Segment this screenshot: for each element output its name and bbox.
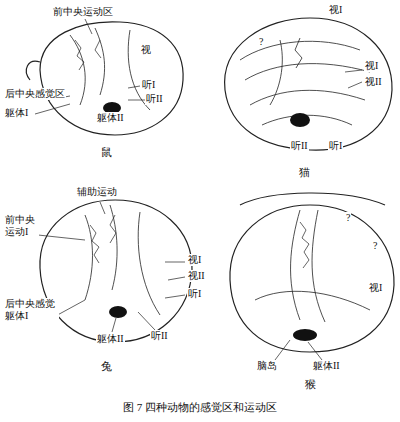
area-label: 视II bbox=[187, 270, 206, 282]
area-border bbox=[70, 28, 150, 110]
rabbit-brain bbox=[40, 200, 192, 342]
animal-name: 猫 bbox=[298, 166, 311, 179]
area-label: 听II bbox=[290, 140, 309, 152]
area-label: 后中央感觉 躯体I bbox=[4, 298, 59, 321]
animal-name: 鼠 bbox=[100, 146, 113, 159]
area-label: 躯体I bbox=[4, 107, 29, 119]
area-label: 视I bbox=[187, 254, 202, 266]
area-label: 视I bbox=[368, 282, 383, 294]
rat-brain bbox=[40, 22, 183, 135]
area-label: 听I bbox=[187, 288, 202, 300]
area-label: 躯体II bbox=[312, 360, 341, 372]
area-label: 听II bbox=[145, 93, 164, 105]
area-label: 脑岛 bbox=[256, 360, 278, 372]
area-label: 听II bbox=[150, 330, 169, 342]
medial-surface bbox=[240, 193, 385, 205]
area-label: 视II bbox=[364, 76, 383, 88]
area-hatch bbox=[90, 215, 116, 263]
area-label: 听I bbox=[328, 140, 343, 152]
gyrus-line bbox=[240, 41, 370, 125]
area-label: 视I bbox=[328, 4, 343, 16]
area-hatch bbox=[300, 222, 309, 268]
cat-brain bbox=[225, 18, 392, 150]
area-label: 辅助运动 bbox=[76, 186, 118, 198]
area-label: 前中央 运动I bbox=[4, 214, 39, 237]
area-label: ? bbox=[258, 36, 264, 48]
area-label: 躯体II bbox=[96, 333, 125, 345]
area-label: 躯体II bbox=[96, 112, 125, 124]
area-label: 后中央感觉区 bbox=[4, 88, 66, 100]
olfactory-bulb bbox=[26, 61, 40, 80]
area-label: 视 bbox=[140, 44, 152, 56]
area-label: 前中央运动区 bbox=[52, 6, 114, 18]
area-label: 听I bbox=[141, 79, 156, 91]
leader-line bbox=[35, 19, 362, 360]
somatic-area-ii bbox=[103, 102, 317, 341]
sulcus-line bbox=[255, 210, 370, 322]
figure-caption: 图 7 四种动物的感觉区和运动区 bbox=[123, 400, 277, 415]
animal-name: 兔 bbox=[100, 360, 113, 373]
area-label: 视I bbox=[364, 60, 379, 72]
area-border bbox=[85, 205, 160, 315]
monkey-brain bbox=[230, 205, 394, 352]
area-hatch bbox=[75, 40, 101, 70]
area-label: ? bbox=[372, 240, 378, 252]
area-border bbox=[270, 38, 302, 105]
animal-name: 猴 bbox=[304, 378, 317, 391]
area-label: ? bbox=[345, 212, 351, 224]
